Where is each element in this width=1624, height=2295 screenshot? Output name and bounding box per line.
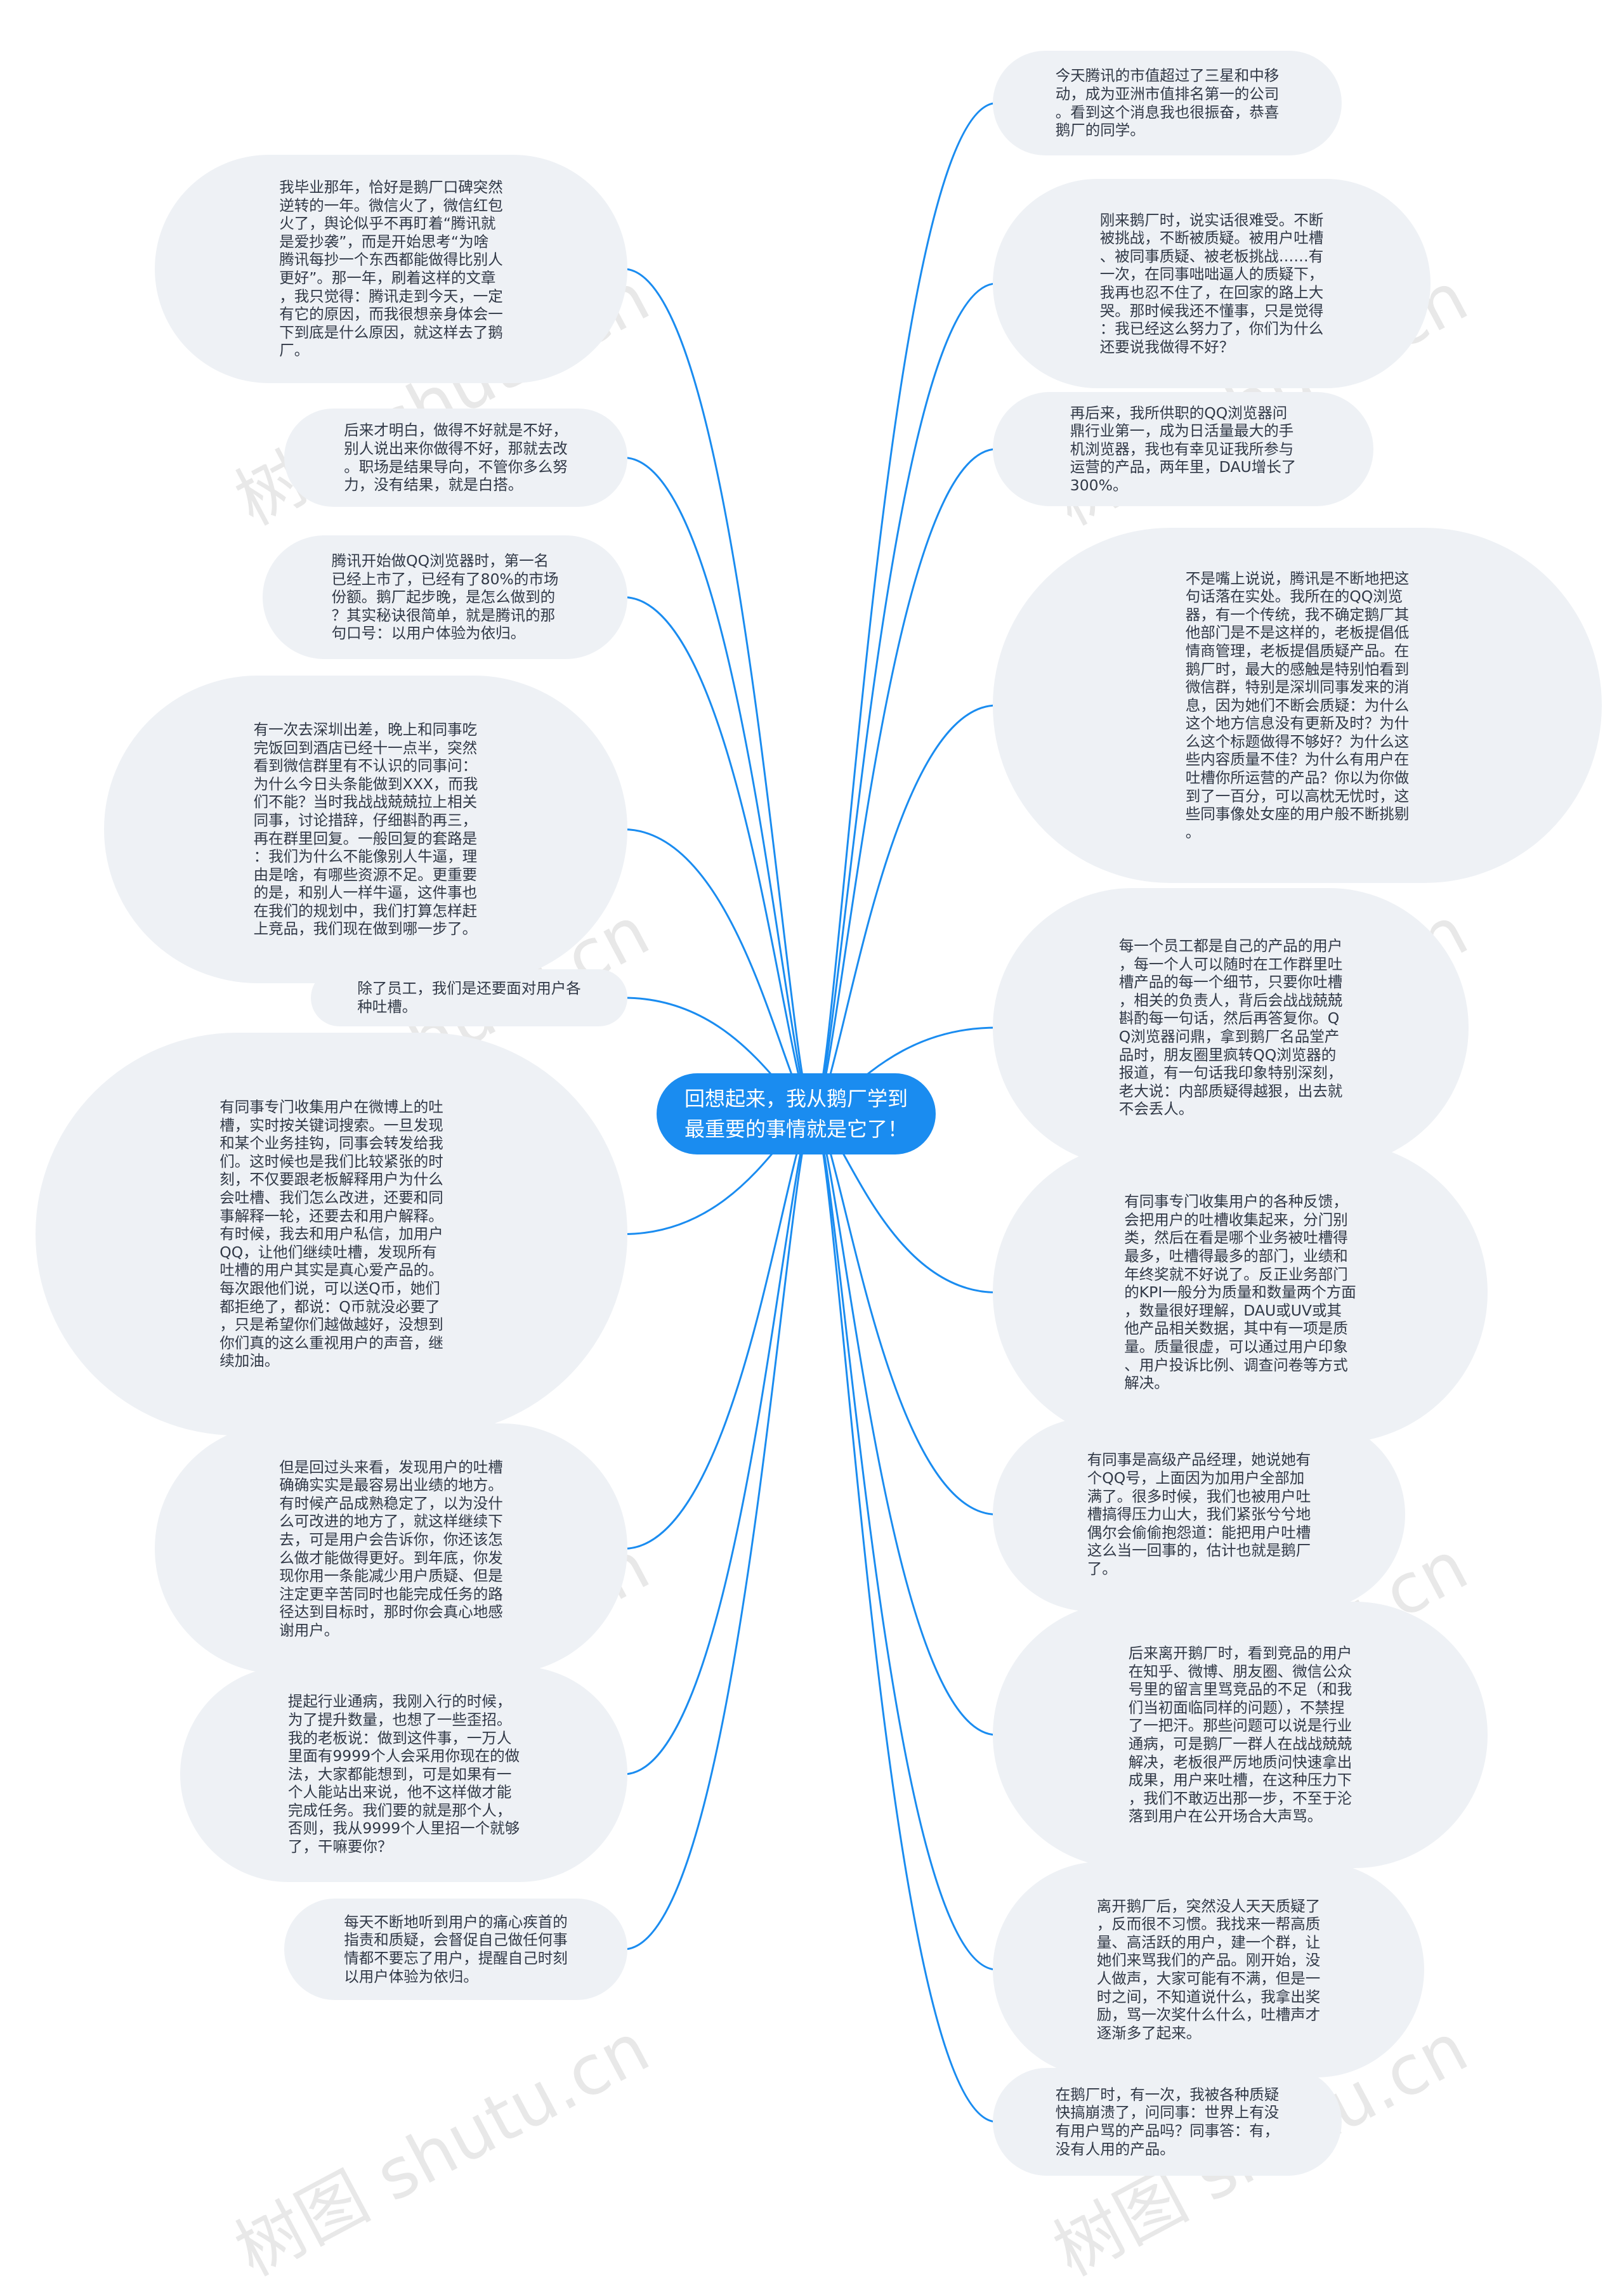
right-connector-8 (813, 1113, 997, 1736)
branch-node-text: 腾讯开始做QQ浏览器时，第一名 已经上市了，已经有了80%的市场 份额。鹅厂起步… (331, 552, 559, 643)
branch-node-text: 每天不断地听到用户的痛心疾首的 指责和质疑，会督促自己做任何事 情都不要忘了用户… (344, 1913, 568, 1985)
left-branch-node-6[interactable]: 有同事专门收集用户在微博上的吐 槽，实时按关键词搜索。一旦发现 和某个业务挂钩，… (36, 1033, 627, 1435)
right-connector-9 (812, 1113, 997, 1971)
right-branch-node-5[interactable]: 每一个员工都是自己的产品的用户 ，每一个人可以随时在工作群里吐 槽产品的每一个细… (993, 888, 1469, 1167)
left-branch-node-1[interactable]: 我毕业那年，恰好是鹅厂口碑突然 逆转的一年。微信火了，微信红包 火了，舆论似乎不… (155, 155, 627, 383)
branch-node-text: 离开鹅厂后，突然没人天天质疑了 ，反而很不习惯。我找来一帮高质 量、高活跃的用户… (1096, 1897, 1321, 2042)
central-topic-node[interactable]: 回想起来，我从鹅厂学到 最重要的事情就是它了！ (657, 1073, 936, 1154)
branch-node-text: 后来离开鹅厂时，看到竞品的用户 在知乎、微博、朋友圈、微信公众 号里的留言里骂竞… (1128, 1644, 1352, 1826)
left-branch-node-7[interactable]: 但是回过头来看，发现用户的吐槽 确确实实是最容易出业绩的地方。 有时候产品成熟稳… (155, 1423, 627, 1674)
branch-node-text: 在鹅厂时，有一次，我被各种质疑 快搞崩溃了，问同事：世界上有没 有用户骂的产品吗… (1055, 2085, 1280, 2158)
left-connector-4 (623, 828, 814, 1115)
right-connector-2 (812, 282, 997, 1115)
left-connector-9 (623, 1113, 815, 1951)
branch-node-text: 每一个员工都是自己的产品的用户 ，每一个人可以随时在工作群里吐 槽产品的每一个细… (1118, 937, 1343, 1118)
branch-node-text: 有同事专门收集用户的各种反馈， 会把用户的吐槽收集起来，分门别 类，然后在看是哪… (1124, 1193, 1356, 1392)
left-branch-node-5[interactable]: 除了员工，我们是还要面对用户各 种吐槽。 (311, 969, 627, 1026)
right-branch-node-9[interactable]: 离开鹅厂后，突然没人天天质疑了 ，反而很不习惯。我找来一帮高质 量、高活跃的用户… (993, 1862, 1424, 2077)
left-connector-3 (623, 596, 814, 1115)
left-branch-node-9[interactable]: 每天不断地听到用户的痛心疾首的 指责和质疑，会督促自己做任何事 情都不要忘了用户… (284, 1899, 627, 2000)
right-branch-node-2[interactable]: 刚来鹅厂时，说实话很难受。不断 被挑战，不断被质疑。被用户吐槽 、被同事质疑、被… (993, 179, 1431, 388)
left-connector-8 (623, 1113, 814, 1775)
right-connector-3 (813, 448, 997, 1115)
branch-node-text: 提起行业通病，我刚入行的时候， 为了提升数量，也想了一些歪招。 我的老板说：做到… (287, 1692, 520, 1856)
branch-node-text: 有同事是高级产品经理，她说她有 个QQ号，上面因为加用户全部加 满了。很多时候，… (1087, 1451, 1311, 1578)
right-branch-node-1[interactable]: 今天腾讯的市值超过了三星和中移 动，成为亚洲市值排名第一的公司 。看到这个消息我… (993, 51, 1342, 155)
branch-node-text: 刚来鹅厂时，说实话很难受。不断 被挑战，不断被质疑。被用户吐槽 、被同事质疑、被… (1099, 211, 1324, 356)
branch-node-text: 有一次去深圳出差，晚上和同事吃 完饭回到酒店已经十一点半，突然 看到微信群里有不… (253, 720, 478, 938)
left-connector-2 (623, 457, 814, 1115)
branch-node-text: 今天腾讯的市值超过了三星和中移 动，成为亚洲市值排名第一的公司 。看到这个消息我… (1055, 67, 1280, 140)
left-branch-node-4[interactable]: 有一次去深圳出差，晚上和同事吃 完饭回到酒店已经十一点半，突然 看到微信群里有不… (104, 676, 627, 983)
mind-map: 树图 shutu.cn 树图 shutu.cn 树图 shutu.cn 树图 s… (36, 51, 1602, 2291)
central-topic-text: 回想起来，我从鹅厂学到 最重要的事情就是它了！ (684, 1087, 908, 1141)
right-branch-node-10[interactable]: 在鹅厂时，有一次，我被各种质疑 快搞崩溃了，问同事：世界上有没 有用户骂的产品吗… (993, 2068, 1342, 2176)
right-connector-1 (812, 102, 997, 1115)
branch-node-text: 后来才明白，做得不好就是不好， 别人说出来你做得不好，那就去改 。职场是结果导向… (344, 421, 568, 494)
right-branch-node-6[interactable]: 有同事专门收集用户的各种反馈， 会把用户的吐槽收集起来，分门别 类，然后在看是哪… (993, 1142, 1488, 1443)
right-branch-node-7[interactable]: 有同事是高级产品经理，她说她有 个QQ号，上面因为加用户全部加 满了。很多时候，… (993, 1418, 1405, 1611)
branch-node-text: 不是嘴上说说，腾讯是不断地把这 句话落在实处。我所在的QQ浏览 器，有一个传统，… (1185, 569, 1410, 841)
right-connector-10 (812, 1113, 997, 2123)
right-branch-node-4[interactable]: 不是嘴上说说，腾讯是不断地把这 句话落在实处。我所在的QQ浏览 器，有一个传统，… (993, 528, 1602, 883)
branch-node-text: 但是回过头来看，发现用户的吐槽 确确实实是最容易出业绩的地方。 有时候产品成熟稳… (279, 1458, 503, 1639)
left-branch-node-2[interactable]: 后来才明白，做得不好就是不好， 别人说出来你做得不好，那就去改 。职场是结果导向… (284, 409, 627, 507)
left-branch-node-3[interactable]: 腾讯开始做QQ浏览器时，第一名 已经上市了，已经有了80%的市场 份额。鹅厂起步… (263, 535, 627, 659)
left-branch-node-8[interactable]: 提起行业通病，我刚入行的时候， 为了提升数量，也想了一些歪招。 我的老板说：做到… (180, 1666, 627, 1882)
branch-node-text: 我毕业那年，恰好是鹅厂口碑突然 逆转的一年。微信火了，微信红包 火了，舆论似乎不… (279, 178, 503, 360)
right-branch-node-3[interactable]: 再后来，我所供职的QQ浏览器问 鼎行业第一，成为日活量最大的手 机浏览器，我也有… (993, 392, 1373, 506)
branch-node-text: 再后来，我所供职的QQ浏览器问 鼎行业第一，成为日活量最大的手 机浏览器，我也有… (1070, 403, 1297, 494)
branch-node-text: 除了员工，我们是还要面对用户各 种吐槽。 (357, 979, 581, 1016)
branch-node-text: 有同事专门收集用户在微博上的吐 槽，实时按关键词搜索。一旦发现 和某个业务挂钩，… (219, 1098, 443, 1370)
left-connector-1 (623, 268, 815, 1115)
left-connector-7 (623, 1113, 814, 1550)
right-branch-node-8[interactable]: 后来离开鹅厂时，看到竞品的用户 在知乎、微博、朋友圈、微信公众 号里的留言里骂竞… (993, 1602, 1488, 1868)
